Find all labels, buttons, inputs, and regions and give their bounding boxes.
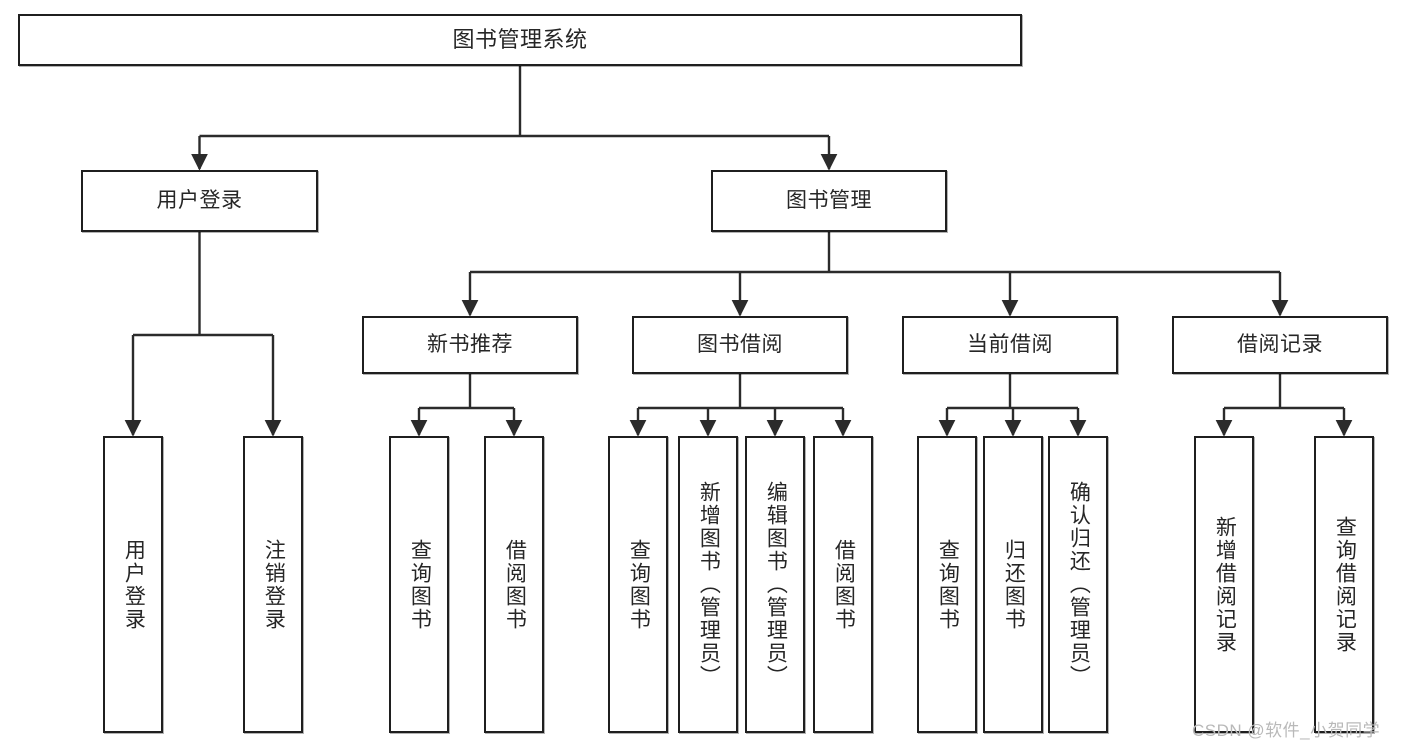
node-new-book-recommend[interactable]: 新书推荐 [362,316,578,374]
node-leaf-add-book[interactable]: 新增图书（管理员） [678,436,738,733]
node-label: 查询图书 [627,538,651,631]
node-label: 注销登录 [262,538,286,631]
node-book-manage[interactable]: 图书管理 [711,170,947,232]
node-label: 新增图书（管理员） [697,481,721,688]
node-label: 确认归还（管理员） [1067,481,1091,688]
node-label: 借阅记录 [1237,332,1323,356]
node-leaf-query-book-1[interactable]: 查询图书 [389,436,449,733]
node-label: 查询借阅记录 [1333,515,1357,654]
node-leaf-borrow-book-1[interactable]: 借阅图书 [484,436,544,733]
node-leaf-query-record[interactable]: 查询借阅记录 [1314,436,1374,733]
node-label: 新书推荐 [427,332,513,356]
node-label: 新增借阅记录 [1213,515,1237,654]
node-label: 借阅图书 [832,538,856,631]
node-label: 图书管理系统 [452,27,588,53]
node-current-borrow[interactable]: 当前借阅 [902,316,1118,374]
node-leaf-query-book-3[interactable]: 查询图书 [917,436,977,733]
node-label: 用户登录 [156,188,243,212]
node-label: 查询图书 [408,538,432,631]
node-leaf-confirm-return[interactable]: 确认归还（管理员） [1048,436,1108,733]
node-borrow-records[interactable]: 借阅记录 [1172,316,1388,374]
node-leaf-return-book[interactable]: 归还图书 [983,436,1043,733]
node-leaf-user-logout[interactable]: 注销登录 [243,436,303,733]
node-label: 图书借阅 [697,332,783,356]
node-label: 归还图书 [1002,538,1026,631]
watermark-text: CSDN @软件_小贺同学 [1192,721,1381,740]
node-label: 当前借阅 [967,332,1053,356]
node-label: 编辑图书（管理员） [764,481,788,688]
node-leaf-add-record[interactable]: 新增借阅记录 [1194,436,1254,733]
node-leaf-user-login[interactable]: 用户登录 [103,436,163,733]
node-user-login[interactable]: 用户登录 [81,170,318,232]
node-label: 图书管理 [786,188,872,212]
node-leaf-borrow-book-2[interactable]: 借阅图书 [813,436,873,733]
node-label: 查询图书 [936,538,960,631]
node-leaf-query-book-2[interactable]: 查询图书 [608,436,668,733]
node-book-borrow[interactable]: 图书借阅 [632,316,848,374]
node-root[interactable]: 图书管理系统 [18,14,1022,66]
node-leaf-edit-book[interactable]: 编辑图书（管理员） [745,436,805,733]
node-label: 借阅图书 [503,538,527,631]
node-label: 用户登录 [122,538,146,631]
